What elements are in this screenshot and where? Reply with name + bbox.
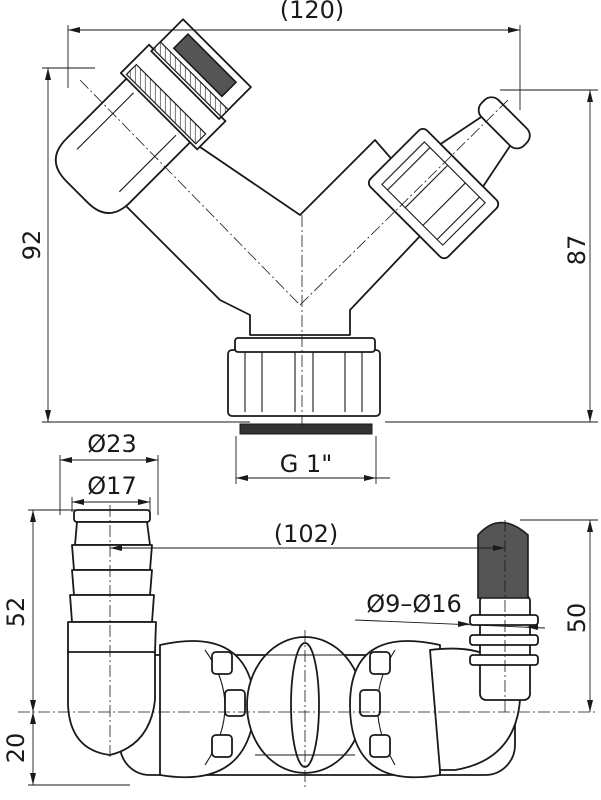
left-branch [54,18,252,214]
dim-hose-range: Ø9–Ø16 [354,590,546,630]
dim-left-height-bottom: 52 [2,509,80,712]
dim-right-height: 87 [385,89,598,423]
dim-hose-range-label: Ø9–Ø16 [366,590,462,618]
dim-inner-diameter: Ø17 [71,472,151,512]
bottom-view [18,505,595,790]
dim-outer-diameter: Ø23 [59,430,159,515]
dim-top-width: (120) [67,0,521,110]
hose-tail-left [67,509,157,756]
dim-right-height-bottom-label: 50 [563,603,591,634]
bottom-nut-right [349,640,441,779]
dim-inner-diameter-label: Ø17 [87,472,136,500]
gasket [239,423,373,435]
dim-center-distance-label: (102) [274,520,339,548]
main-nut [227,349,381,417]
valve-cap [477,521,529,599]
right-branch [367,96,531,260]
dim-right-height-label: 87 [563,235,591,266]
dim-top-width-label: (120) [280,0,345,24]
dim-thread-label: G 1" [280,450,333,478]
dim-left-height: 92 [18,67,250,423]
top-view [54,18,531,435]
dim-thread: G 1" [235,436,390,484]
dim-center-distance: (102) [110,520,505,551]
valve-right [429,521,539,771]
dim-right-height-bottom: 50 [520,519,598,712]
dim-bottom-offset: 20 [2,712,130,786]
dim-outer-diameter-label: Ø23 [87,430,136,458]
dim-bottom-offset-label: 20 [2,733,30,764]
bottom-nut-left [159,640,256,779]
dim-left-height-bottom-label: 52 [2,597,30,628]
dim-left-height-label: 92 [18,230,46,261]
